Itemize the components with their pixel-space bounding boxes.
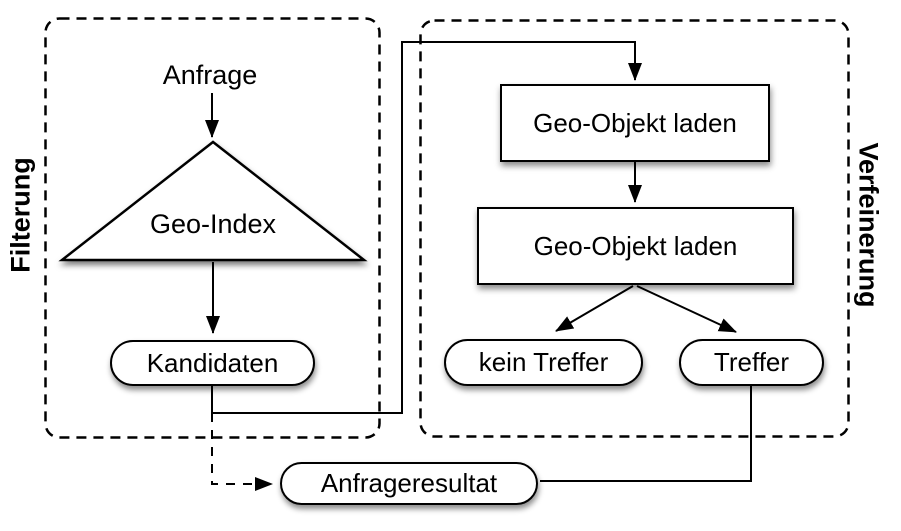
verfeinerung-group-label: Verfeinerung — [853, 142, 884, 308]
kein-treffer-node: kein Treffer — [444, 339, 643, 386]
verfeinerung-group-box — [419, 19, 850, 438]
kandidaten-to-load1-connector — [211, 41, 642, 414]
geo-objekt-laden-2-node: Geo-Objekt laden — [477, 207, 794, 285]
anfrageresultat-node: Anfrageresultat — [280, 462, 538, 505]
filterung-group-label: Filterung — [5, 157, 36, 273]
kandidaten-node: Kandidaten — [110, 340, 315, 386]
load2-to-treffer-arrow — [636, 285, 737, 333]
geo-index-label: Geo-Index — [149, 208, 277, 239]
geo-index-triangle — [58, 140, 368, 262]
kandidaten-to-result-dashed-connector — [211, 413, 273, 491]
geo-objekt-laden-1-node: Geo-Objekt laden — [500, 84, 770, 162]
treffer-node: Treffer — [679, 339, 824, 386]
load2-to-keintreffer-arrow — [555, 285, 634, 332]
anfrage-label: Anfrage — [162, 59, 258, 90]
treffer-to-result-connector — [540, 386, 752, 482]
